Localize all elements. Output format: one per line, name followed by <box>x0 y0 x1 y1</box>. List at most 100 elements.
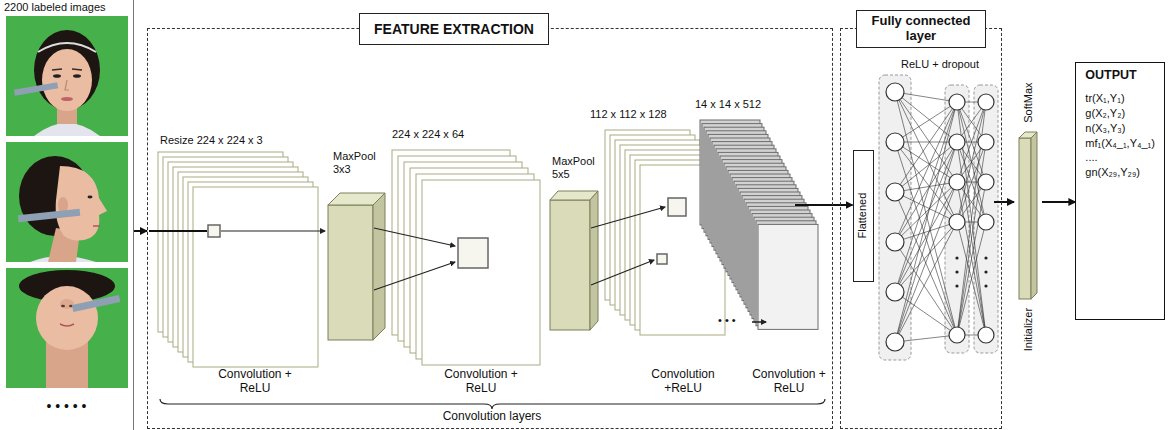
photo-background <box>6 16 128 136</box>
output-item: g(X₂,Y₂) <box>1085 106 1155 121</box>
neural-network <box>886 83 994 351</box>
output-item: gn(X₂₉,Y₂₉) <box>1085 165 1155 180</box>
flatten-arrow-line <box>795 204 833 206</box>
synapse-line <box>957 142 986 335</box>
input-arrow-line <box>149 230 207 232</box>
neuron <box>978 214 994 230</box>
layer-arrow <box>591 207 665 228</box>
flow-arrow <box>1042 201 1075 203</box>
eye <box>73 74 81 78</box>
synapse-line <box>895 102 957 192</box>
neuron <box>978 327 994 343</box>
region-heading: FEATURE EXTRACTION <box>359 13 549 45</box>
ellipsis-dot <box>984 284 987 287</box>
face-photo <box>6 16 128 136</box>
neuron <box>978 174 994 190</box>
feature-map-layer <box>422 180 540 365</box>
mouth <box>60 324 74 326</box>
nose <box>60 299 74 309</box>
output-heading: OUTPUT <box>1085 68 1155 82</box>
synapse-line <box>957 222 986 335</box>
layer-label: • • • <box>718 314 736 327</box>
ruler <box>72 295 120 312</box>
photo-background <box>6 268 128 388</box>
layer-label: Convolution layers <box>392 410 592 424</box>
layer-arrow <box>591 260 654 285</box>
ellipsis-dot <box>955 284 958 287</box>
ruler <box>18 209 80 222</box>
layer-label: Convolution + ReLU <box>439 368 523 396</box>
neuron <box>978 134 994 150</box>
neuron <box>886 333 904 351</box>
output-item: tr(X₁,Y₁) <box>1085 91 1155 106</box>
kernel-square <box>657 254 667 264</box>
face <box>42 49 92 111</box>
kernel-square <box>668 198 686 216</box>
synapse-line <box>895 102 957 292</box>
rotated-label: SoftMax <box>1022 82 1035 122</box>
rotated-label: Flattened <box>856 193 869 239</box>
rotated-label: Initializer <box>1022 308 1035 351</box>
shirt <box>34 123 100 136</box>
layer-arrow <box>374 262 455 290</box>
layer-label: Convolution + ReLU <box>747 368 831 396</box>
synapse-line <box>895 92 957 142</box>
layer-label: Resize 224 x 224 x 3 <box>160 134 263 147</box>
synapse-line <box>957 182 986 335</box>
block-side <box>590 191 598 330</box>
synapse-line <box>895 102 957 142</box>
face-photo <box>6 268 128 388</box>
feature-map-layer <box>193 187 318 367</box>
synapse-line <box>957 142 986 335</box>
slab-side <box>1031 132 1037 299</box>
photo-background <box>6 142 128 262</box>
column-heading: 2200 labeled images <box>4 1 106 13</box>
synapse-line <box>895 242 957 335</box>
ruler <box>14 82 58 96</box>
block-front <box>328 205 373 340</box>
eye <box>53 74 61 78</box>
hair <box>34 30 100 110</box>
neuron <box>949 94 965 110</box>
neuron <box>886 133 904 151</box>
synapse-line <box>895 142 957 192</box>
flow-arrow <box>833 204 853 206</box>
ellipsis-dot <box>984 270 987 273</box>
layer-label: MaxPool 5x5 <box>552 155 595 180</box>
layer-label: Convolution + ReLU <box>213 368 297 396</box>
layer-label: Convolution +ReLU <box>641 368 725 396</box>
block-front <box>550 200 590 330</box>
feature-map-stacks <box>158 120 818 367</box>
flatten-box: Flattened <box>853 150 874 282</box>
kernel-square <box>458 238 488 268</box>
synapse-line <box>895 292 957 335</box>
mouth <box>61 97 73 101</box>
synapse-line <box>895 142 957 292</box>
layer-label: 14 x 14 x 512 <box>695 98 761 111</box>
maxpool-block <box>550 191 598 330</box>
mouth <box>93 225 100 227</box>
eye <box>88 196 93 199</box>
layer-arrow <box>374 228 455 246</box>
block-side <box>373 193 385 340</box>
softmax-arrow-line <box>994 201 1002 203</box>
neuron <box>949 134 965 150</box>
face-photo <box>6 142 128 262</box>
neuron <box>949 174 965 190</box>
output-item: mf₁(X₄_₁,Y₄_₁) <box>1085 136 1155 151</box>
image-column: 2200 labeled images • • • • • <box>0 0 134 430</box>
neuron <box>978 94 994 110</box>
layer-arrow <box>752 321 766 323</box>
region-heading: Fully connected layer <box>856 10 986 48</box>
face <box>36 286 98 350</box>
synapse-line <box>895 92 957 335</box>
synapse-line <box>895 222 957 242</box>
dashed-region: Fully connected layerFlattened <box>840 28 1002 429</box>
synapse-line <box>895 102 957 342</box>
ellipsis-dot <box>955 270 958 273</box>
output-item: n(X₃,Y₃) <box>1085 121 1155 136</box>
ellipsis-text: • • • • • <box>0 398 133 414</box>
hairband <box>38 43 96 52</box>
